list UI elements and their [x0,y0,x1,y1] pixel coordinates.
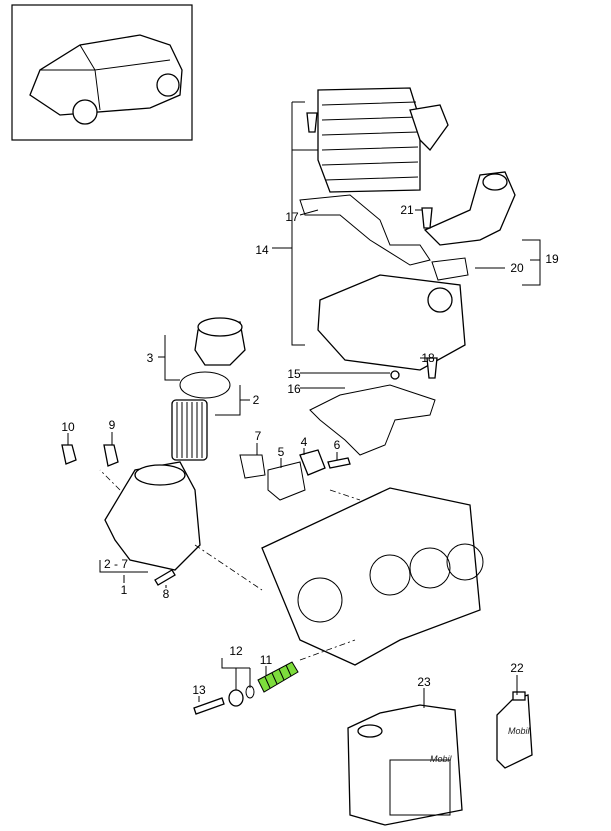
callout-11[interactable]: 11 [260,653,273,667]
oil-bottle-22: Mobil [496,691,533,769]
oil-filter-cap [179,317,246,399]
callout-6[interactable]: 6 [334,438,341,452]
bolt-8 [154,569,176,586]
callout-13[interactable]: 13 [192,683,206,697]
callout-20[interactable]: 20 [510,261,524,275]
callout-23[interactable]: 23 [417,675,431,689]
callout-7[interactable]: 7 [255,429,262,443]
callout-19[interactable]: 19 [545,252,559,266]
engine-block [261,487,481,666]
bolt-21 [421,207,433,229]
bottle-brand: Mobil [508,726,531,736]
callout-15[interactable]: 15 [287,367,301,381]
callout-4[interactable]: 4 [301,435,308,449]
leader-lines [67,101,541,708]
callout-2-7[interactable]: 2 - 7 [104,557,128,571]
callout-2[interactable]: 2 [253,393,260,407]
callout-16[interactable]: 16 [287,382,301,396]
seal-20 [431,257,469,281]
gasket-16 [309,384,436,456]
callout-21[interactable]: 21 [400,203,414,217]
callout-3[interactable]: 3 [147,351,154,365]
thermostat-4 [299,449,326,476]
vehicle-thumbnail [11,4,193,141]
callout-17[interactable]: 17 [285,210,299,224]
sensor-9 [103,444,119,467]
callout-22[interactable]: 22 [510,661,524,675]
callout-8[interactable]: 8 [163,587,170,601]
gasket-5 [267,461,306,501]
plug-12 [228,689,244,707]
callout-10[interactable]: 10 [61,420,75,434]
gasket-17 [299,194,431,266]
oil-filter-element [171,399,208,461]
callout-1[interactable]: 1 [121,583,128,597]
oil-cooler [317,87,449,193]
bolt-14 [306,112,318,133]
bolt-18 [426,357,438,379]
callout-9[interactable]: 9 [109,418,116,432]
callout-12[interactable]: 12 [229,644,243,658]
sensor-10 [61,444,77,465]
callout-18[interactable]: 18 [421,351,435,365]
bolt-6 [327,457,351,469]
bolt-13 [193,697,225,715]
canister-brand: Mobil [430,754,453,764]
callout-14[interactable]: 14 [255,243,269,257]
seal-7 [239,454,266,479]
callout-5[interactable]: 5 [278,445,285,459]
oil-canister-23: Mobil [347,704,463,826]
